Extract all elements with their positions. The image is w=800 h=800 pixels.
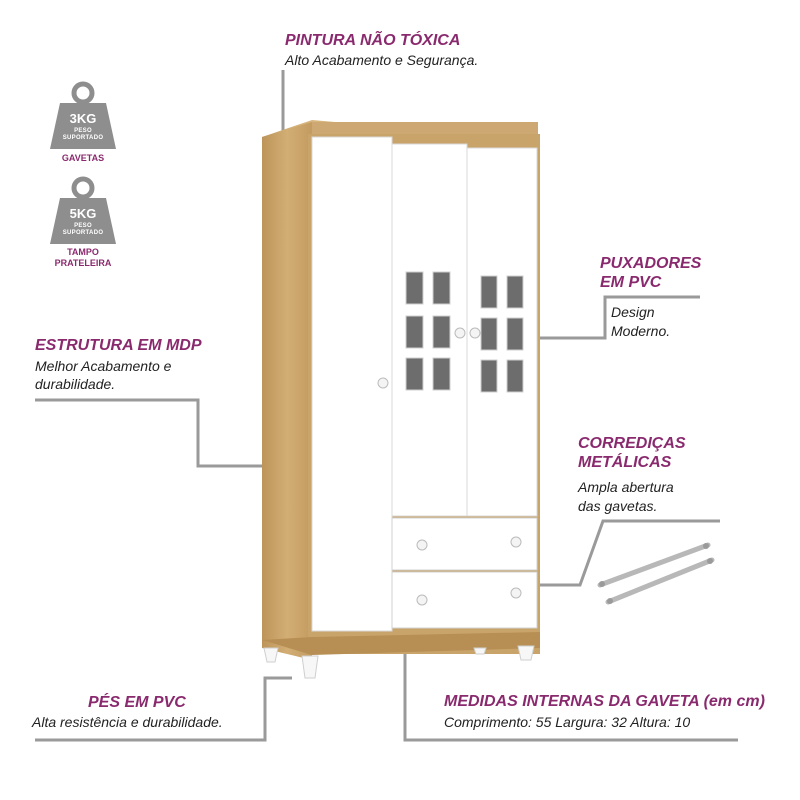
handles-title: PUXADORES (600, 255, 702, 272)
feet (263, 645, 535, 679)
paint-desc: Alto Acabamento e Segurança. (285, 52, 479, 68)
badge-label: SUPORTADO (62, 230, 104, 236)
badge-caption: TAMPO (67, 247, 99, 257)
slides-desc: Ampla abertura (578, 479, 674, 495)
leader-slides (526, 519, 720, 587)
middle-door-knob (454, 327, 466, 339)
feet-desc: Alta resistência e durabilidade. (32, 714, 223, 730)
side-panel (262, 122, 312, 660)
left-door-knob (377, 377, 389, 389)
slides-title: CORREDIÇAS (578, 435, 686, 452)
badge-weight: 5KG (69, 206, 97, 221)
badge-label: PESO (74, 128, 92, 134)
badge-caption: PRATELEIRA (54, 258, 112, 268)
paint-title: PINTURA NÃO TÓXICA (285, 32, 461, 49)
weight-badge-shelf: 5KG PESO SUPORTADO TAMPO PRATELEIRA (45, 175, 121, 270)
leader-drawer (403, 652, 738, 742)
handles-desc: Design (611, 304, 655, 320)
leader-handles (500, 295, 700, 340)
middle-door (391, 143, 468, 517)
base-board (262, 632, 540, 655)
slides-desc: das gavetas. (578, 498, 658, 514)
badge-label: PESO (74, 223, 92, 229)
right-door-knob (469, 327, 481, 339)
badge-caption: GAVETAS (61, 153, 105, 163)
slides-title: METÁLICAS (578, 454, 672, 471)
weight-badge-drawers: 3KG PESO SUPORTADO GAVETAS (45, 80, 121, 175)
drawer-title: MEDIDAS INTERNAS DA GAVETA (em cm) (444, 693, 765, 710)
leader-feet (35, 676, 292, 742)
structure-desc: durabilidade. (35, 376, 116, 392)
drawer-bottom (391, 571, 538, 629)
structure-desc: Melhor Acabamento e (35, 358, 172, 374)
leader-lines (35, 70, 738, 742)
feet-title: PÉS EM PVC (88, 694, 186, 711)
handles-title: EM PVC (600, 274, 662, 291)
weight-icon (50, 81, 116, 149)
glass-panes (405, 271, 524, 393)
leader-structure (35, 398, 285, 468)
badge-weight: 3KG (69, 111, 97, 126)
badge-label: SUPORTADO (62, 135, 104, 141)
drawer-slide-rails (597, 542, 715, 605)
structure-title: ESTRUTURA EM MDP (35, 337, 202, 354)
drawer-desc: Comprimento: 55 Largura: 32 Altura: 10 (444, 714, 691, 730)
weight-icon (50, 176, 116, 244)
handles-desc: Moderno. (611, 323, 671, 339)
